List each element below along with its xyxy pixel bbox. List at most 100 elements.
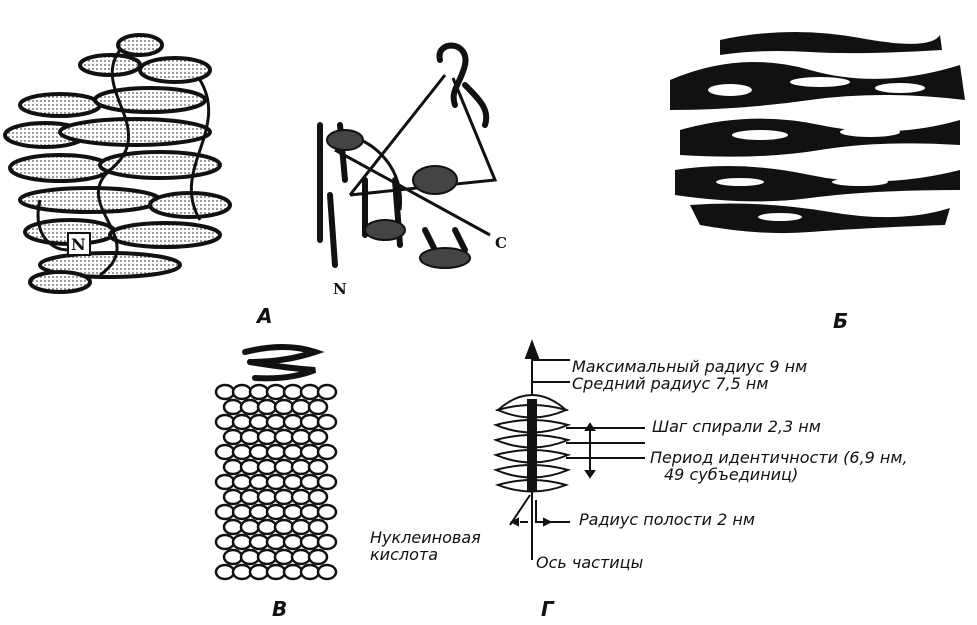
particle-subunit [299,533,321,551]
particle-subunit [256,548,278,566]
terminus-n-right: N [333,280,347,298]
label-particle-axis: Ось частицы [536,553,644,572]
particle-subunit [239,488,261,506]
particle-subunit [265,533,287,551]
particle-subunit [282,413,304,431]
particle-subunit [290,428,312,446]
particle-subunit [248,563,270,581]
terminus-c-right: C [495,234,507,252]
particle-subunit [316,563,338,581]
particle-subunit [265,383,287,401]
label-mean-radius: Средний радиус 7,5 нм [572,374,769,393]
particle-subunit [231,443,253,461]
particle-subunit [316,383,338,401]
particle-subunit [299,383,321,401]
particle-subunit [316,503,338,521]
particle-subunit [273,398,295,416]
particle-subunit [282,563,304,581]
particle-subunit [214,503,236,521]
particle-subunit [299,563,321,581]
particle-subunit [273,428,295,446]
particle-subunit [265,473,287,491]
label-identity-period: Период идентичности (6,9 нм, [650,448,908,467]
panel-v-particle-drawing [214,344,338,581]
particle-subunit [222,518,244,536]
particle-subunit [256,458,278,476]
particle-subunit [239,548,261,566]
particle-subunit [299,473,321,491]
particle-subunit [222,428,244,446]
panel-a-topology-diagram [317,42,498,269]
terminus-n-left: N [71,235,86,254]
particle-subunit [299,443,321,461]
particle-subunit [248,443,270,461]
particle-subunit [222,458,244,476]
particle-subunit [273,548,295,566]
particle-subunit [214,413,236,431]
particle-subunit [256,488,278,506]
particle-subunit [222,488,244,506]
label-max-radius: Максимальный радиус 9 нм [572,357,808,376]
particle-subunit [282,473,304,491]
particle-subunit [273,518,295,536]
particle-subunit [265,443,287,461]
panel-label-a: А [257,304,273,328]
particle-subunit [214,383,236,401]
particle-subunit [316,473,338,491]
panel-label-b: Б [833,309,849,333]
particle-subunit [231,503,253,521]
particle-subunit [316,443,338,461]
particle-subunit [307,428,329,446]
particle-subunit [282,443,304,461]
particle-subunit [214,443,236,461]
particle-subunit [256,518,278,536]
particle-subunit [273,488,295,506]
particle-subunit [282,383,304,401]
particle-subunit [214,533,236,551]
particle-subunit [316,413,338,431]
particle-subunit [307,398,329,416]
panel-label-v: В [272,597,288,621]
particle-subunit [265,563,287,581]
panel-g-schematic [492,339,645,560]
particle-subunit [299,413,321,431]
particle-subunit [231,533,253,551]
particle-subunit [239,458,261,476]
particle-subunit [299,503,321,521]
particle-subunit [290,398,312,416]
particle-subunit [307,488,329,506]
particle-subunit [248,533,270,551]
particle-subunit [290,548,312,566]
particle-subunit [316,533,338,551]
particle-subunit [307,548,329,566]
particle-subunit [239,398,261,416]
label-helix-pitch: Шаг спирали 2,3 нм [652,417,821,436]
particle-subunit [256,428,278,446]
particle-subunit [231,413,253,431]
particle-subunit [290,518,312,536]
panel-b-packing-image [660,20,972,250]
particle-subunit [265,413,287,431]
particle-subunit [265,503,287,521]
label-nucleic-acid-2: кислота [370,545,438,564]
label-identity-period-subunits: 49 субъединиц) [664,465,799,484]
particle-subunit [231,563,253,581]
particle-subunit [307,518,329,536]
particle-subunit [248,383,270,401]
particle-subunit [282,533,304,551]
panel-a-ribbon-model: N [3,33,232,294]
particle-subunit [256,398,278,416]
particle-subunit [282,503,304,521]
particle-subunit [231,473,253,491]
particle-subunit [214,563,236,581]
particle-subunit [290,458,312,476]
particle-subunit [307,458,329,476]
particle-subunit [222,398,244,416]
particle-subunit [214,473,236,491]
panel-label-g: Г [541,597,554,621]
particle-subunit [248,413,270,431]
particle-subunit [248,503,270,521]
particle-subunit [290,488,312,506]
particle-subunit [273,458,295,476]
